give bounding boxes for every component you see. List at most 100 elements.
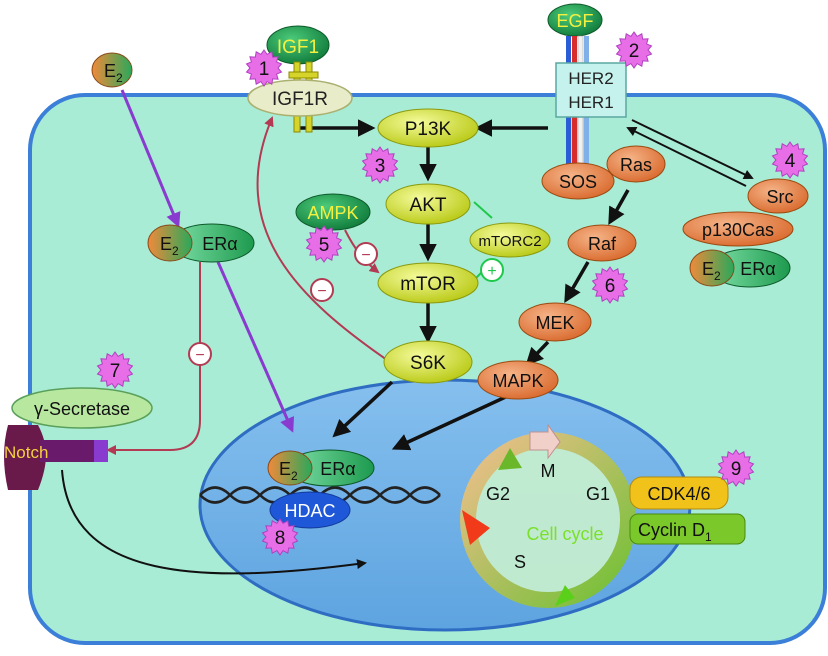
cell-cycle-label: Cell cycle <box>526 524 603 544</box>
s6k-label: S6K <box>410 353 446 374</box>
arrow-s6k-inhibits-igf1r <box>256 116 391 363</box>
phase-m-label: M <box>541 461 556 481</box>
cyclin-label: Cyclin D1 <box>638 520 712 544</box>
cell-cycle <box>460 423 636 608</box>
cdk46-label: CDK4/6 <box>647 484 710 504</box>
right-er-label: ERα <box>740 259 775 279</box>
arrow-mapk-to-nucleus <box>391 393 511 451</box>
right-e2-node <box>689 249 735 287</box>
phase-g1-label: G1 <box>586 484 610 504</box>
arrow-e2-to-e2era <box>120 89 181 228</box>
arrow-e2era-to-nucleus <box>216 261 295 433</box>
marker-2: 2 <box>615 31 653 69</box>
ras-node <box>606 145 666 183</box>
igf1r-node <box>247 79 353 117</box>
ampk-label: AMPK <box>307 203 358 223</box>
p130cas-node <box>682 211 794 247</box>
marker-label-6: 6 <box>605 276 616 297</box>
left-e2-label: E2 <box>160 234 179 258</box>
phase-s-label: S <box>514 552 526 572</box>
left-er-label: ERα <box>202 234 237 254</box>
cycle-arrow-red <box>462 510 490 545</box>
sign-minus-era-notch: − <box>188 342 212 366</box>
left-e2-node <box>147 224 193 262</box>
marker-label-3: 3 <box>375 156 386 177</box>
marker-7: 7 <box>96 351 134 389</box>
svg-text:+: + <box>487 263 496 280</box>
marker-1: 1 <box>245 49 283 87</box>
her-box <box>555 62 627 118</box>
pi3k-label: P13K <box>405 119 452 140</box>
marker-label-9: 9 <box>731 459 742 480</box>
hdac-label: HDAC <box>284 501 335 521</box>
mtorc2-label: mTORC2 <box>478 233 541 250</box>
arrow-s6k-to-nucleus <box>332 380 394 438</box>
src-label: Src <box>767 187 794 207</box>
sign-minus-s6k-igf1r: − <box>310 278 334 302</box>
nuclear-er-label: ERα <box>320 459 355 479</box>
line-mtorc2-akt <box>473 201 493 219</box>
arrow-era-inhibits-notch <box>106 262 201 455</box>
marker-5: 5 <box>305 225 343 263</box>
sign-plus-mtorc2-mtor: + <box>480 258 504 282</box>
mapk-node <box>477 360 559 400</box>
arrow-raf-to-mek <box>564 261 590 304</box>
notch-receptor <box>4 425 108 490</box>
marker-label-5: 5 <box>319 235 330 256</box>
gamma-secretase-label: γ-Secretase <box>34 399 130 419</box>
arrow-her-to-src <box>631 119 754 180</box>
ampk-node <box>295 193 371 231</box>
svg-text:−: − <box>317 283 326 300</box>
her2-label: HER2 <box>568 69 613 88</box>
arrow-mek-to-mapk <box>525 340 550 366</box>
nuclear-e2-node <box>267 450 313 486</box>
pi3k-node <box>377 108 479 148</box>
marker-4: 4 <box>771 141 809 179</box>
sos-label: SOS <box>559 172 597 192</box>
hdac-node <box>269 491 351 529</box>
svg-text:−: − <box>195 347 204 364</box>
gamma-secretase-node <box>11 387 153 429</box>
egf-label: EGF <box>556 11 593 31</box>
nuclear-e2-label: E2 <box>279 459 298 483</box>
sign-minus-ampk-mtor: − <box>354 242 378 266</box>
marker-6: 6 <box>591 266 629 304</box>
mek-label: MEK <box>535 313 574 333</box>
akt-node <box>385 183 471 225</box>
mek-node <box>518 302 592 342</box>
notch-label: Notch <box>4 443 48 462</box>
igf1-label: IGF1 <box>277 37 319 58</box>
sos-node <box>541 162 615 200</box>
cycle-arrow-m <box>529 423 561 460</box>
cyclin-node <box>629 513 746 545</box>
marker-label-1: 1 <box>259 59 270 80</box>
e2-free-label: E2 <box>104 61 123 85</box>
src-node <box>747 178 809 214</box>
cycle-arrow-top <box>498 448 522 470</box>
right-e2-label: E2 <box>702 259 721 283</box>
marker-label-8: 8 <box>275 528 286 549</box>
marker-8: 8 <box>261 518 299 556</box>
p130cas-label: p130Cas <box>702 220 774 240</box>
phase-g2-label: G2 <box>486 484 510 504</box>
e2-free-node <box>91 52 133 88</box>
arrow-ras-to-raf <box>608 189 630 226</box>
mtor-node <box>377 262 479 304</box>
mtor-label: mTOR <box>400 274 456 295</box>
marker-9: 9 <box>717 449 755 487</box>
marker-label-7: 7 <box>110 361 121 382</box>
mtorc2-node <box>469 222 551 258</box>
raf-node <box>567 224 637 262</box>
mapk-label: MAPK <box>492 371 543 391</box>
arrow-notch-to-nucleus <box>61 469 367 575</box>
cycle-arrow-green <box>555 585 575 606</box>
raf-label: Raf <box>588 234 617 254</box>
s6k-node <box>383 340 473 384</box>
numbered-markers: 1 2 3 4 5 6 7 8 9 <box>96 31 809 556</box>
marker-3: 3 <box>361 146 399 184</box>
arrow-src-to-her <box>626 127 747 187</box>
ras-label: Ras <box>620 155 652 175</box>
her1-label: HER1 <box>568 93 613 112</box>
